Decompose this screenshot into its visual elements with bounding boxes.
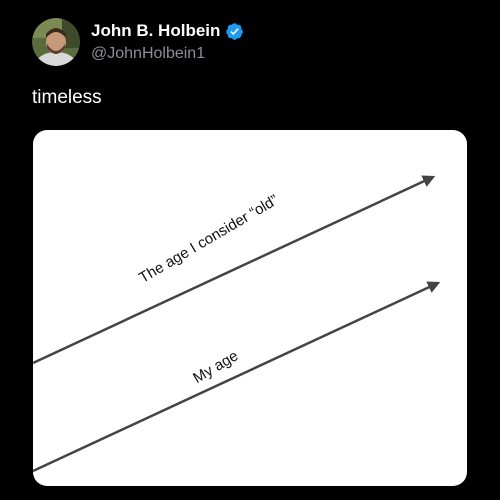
author-avatar[interactable]: [32, 18, 80, 66]
tweet-text: timeless: [32, 87, 102, 108]
age-meme-diagram: The age I consider “old” My age: [33, 175, 441, 473]
verified-badge-icon[interactable]: [225, 22, 244, 41]
tweet-image[interactable]: The age I consider “old” My age: [33, 130, 467, 486]
name-row: John B. Holbein: [91, 20, 244, 42]
author-names: John B. Holbein @JohnHolbein1: [91, 20, 244, 63]
old-age-arrow: [33, 175, 436, 365]
profile-photo-icon: [32, 18, 80, 66]
my-age-arrow: [33, 281, 441, 473]
my-age-label: My age: [190, 347, 241, 387]
old-age-label: The age I consider “old”: [136, 192, 281, 287]
author-handle[interactable]: @JohnHolbein1: [91, 45, 206, 62]
author-display-name[interactable]: John B. Holbein: [91, 21, 221, 40]
tweet-header: John B. Holbein @JohnHolbein1: [32, 18, 472, 68]
